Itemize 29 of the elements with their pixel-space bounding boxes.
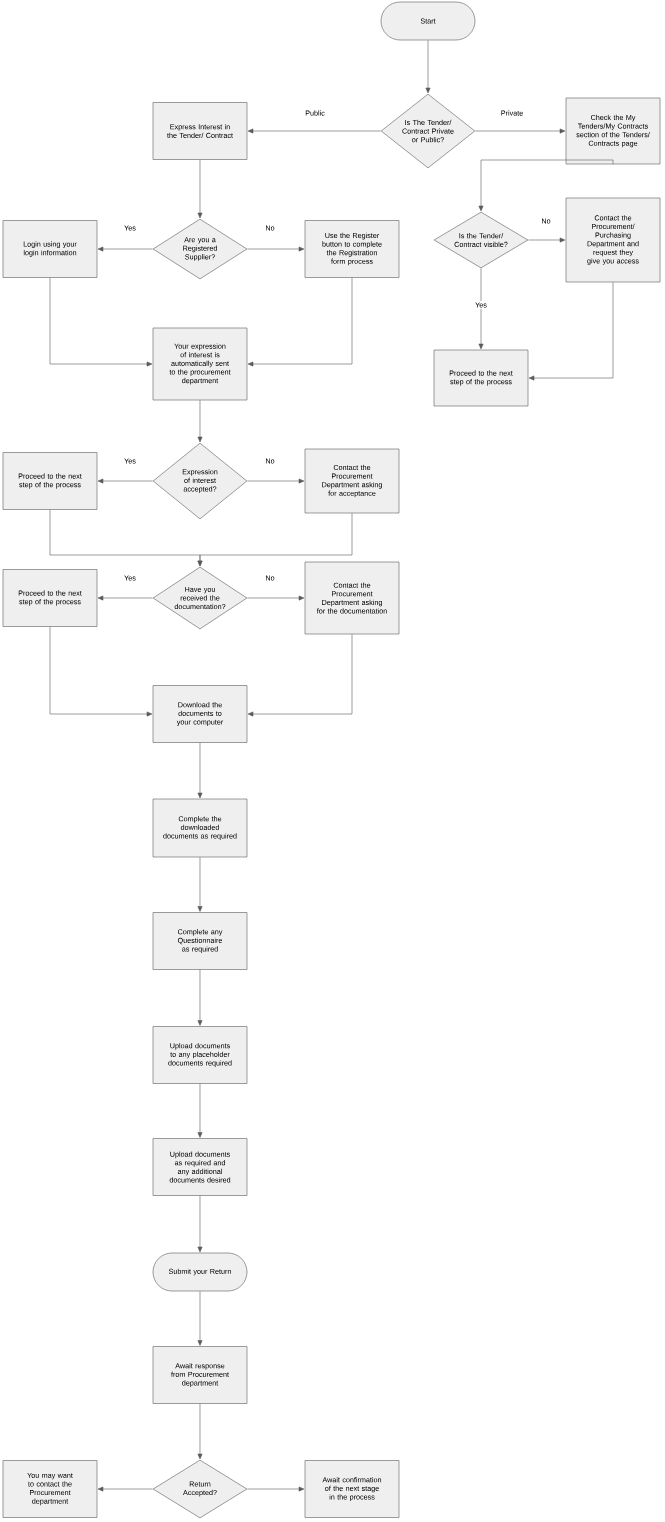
arrow — [97, 595, 153, 601]
arrow — [49, 277, 153, 367]
arrow — [97, 1486, 153, 1492]
arrow — [247, 1486, 305, 1492]
arrow — [475, 128, 566, 134]
arrow — [247, 246, 305, 252]
arrow — [197, 159, 203, 219]
arrow — [425, 40, 431, 94]
arrow — [197, 1291, 203, 1346]
arrow — [97, 478, 153, 484]
arrow — [197, 742, 203, 799]
arrow — [528, 237, 566, 243]
arrow — [247, 595, 305, 601]
arrow — [528, 282, 614, 381]
arrow — [49, 626, 153, 717]
arrow — [247, 634, 353, 717]
arrow — [197, 513, 353, 567]
arrow — [247, 478, 305, 484]
arrow — [247, 128, 381, 134]
arrow — [197, 969, 203, 1026]
arrow — [478, 268, 484, 350]
arrow — [247, 277, 353, 367]
arrow — [97, 246, 153, 252]
arrow — [197, 400, 203, 443]
arrow — [478, 159, 614, 212]
arrow — [197, 1195, 203, 1253]
arrow — [197, 1083, 203, 1138]
arrow — [197, 1403, 203, 1460]
arrow — [197, 857, 203, 912]
